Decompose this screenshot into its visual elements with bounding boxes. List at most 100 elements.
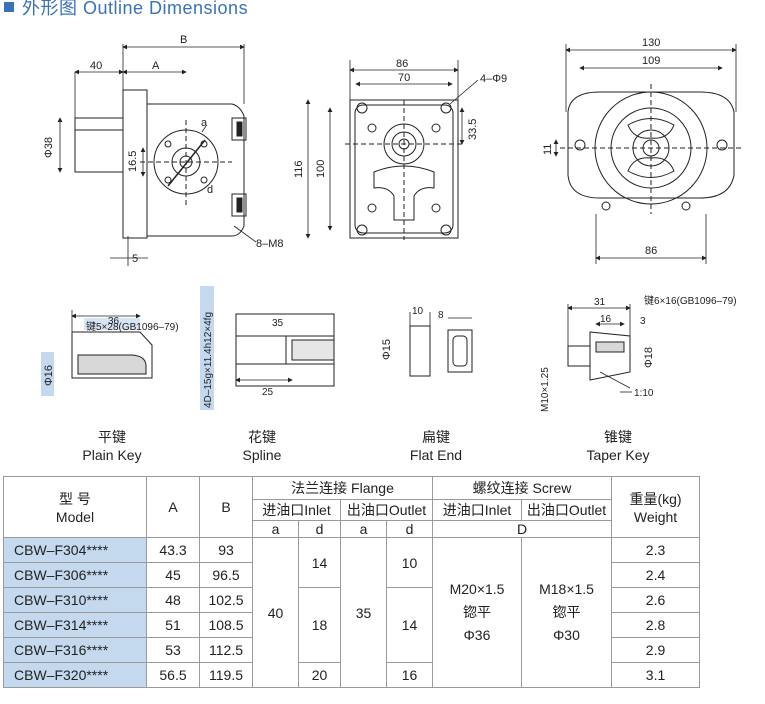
screw-inlet-thread: M20×1.5 xyxy=(449,581,505,597)
cell-a: 43.3 xyxy=(146,537,200,563)
table-row: CBW–F304**** 43.3 93 40 14 35 10 M20×1.5… xyxy=(3,537,701,688)
dimensions-table-wrap: 型 号 Model A B 法兰连接 Flange 螺纹连接 Screw 重量(k… xyxy=(3,476,701,688)
spline-drawing xyxy=(235,313,335,387)
cell-b: 108.5 xyxy=(199,612,253,638)
cell-flange-outlet-a: 35 xyxy=(340,537,387,688)
dim-4-phi9: 4–Φ9 xyxy=(480,73,507,85)
plain-key-label-highlight xyxy=(84,318,140,330)
caption-zh: 平键 xyxy=(98,429,126,445)
header-weight: 重量(kg)Weight xyxy=(611,476,701,538)
cell-weight: 2.8 xyxy=(611,612,701,638)
dim-a: a xyxy=(201,117,208,129)
dim-70: 70 xyxy=(398,72,410,84)
dim-d: d xyxy=(207,184,213,196)
header-model: 型 号 Model xyxy=(3,476,147,538)
outline-drawings: B 40 A Φ38 16.5 a d 8–M8 5 86 70 4– xyxy=(41,34,742,412)
dim-109: 109 xyxy=(642,55,660,67)
cell-flange-outlet-d: 10 xyxy=(385,537,434,588)
dim-10: 10 xyxy=(412,306,424,317)
plain-key-drawing xyxy=(71,310,153,379)
dim-phi15: Φ15 xyxy=(381,339,393,360)
dimensions-table: 型 号 Model A B 法兰连接 Flange 螺纹连接 Screw 重量(k… xyxy=(3,476,701,688)
dim-35: 35 xyxy=(272,318,284,329)
header-model-en: Model xyxy=(55,509,95,525)
cell-b: 102.5 xyxy=(199,587,253,613)
cell-screw-outlet: M18×1.5 锪平 Φ30 xyxy=(521,537,613,688)
table-row: CBW–F320**** 56.5 119.5 20 16 3.1 xyxy=(3,662,701,688)
dim-40: 40 xyxy=(90,60,102,72)
section-title-text: 外形图 Outline Dimensions xyxy=(22,0,249,18)
side-view xyxy=(57,44,257,266)
dim-11: 11 xyxy=(542,144,554,155)
cell-weight: 2.3 xyxy=(611,537,701,563)
header-flange: 法兰连接 Flange xyxy=(251,476,434,500)
dim-8-m8: 8–M8 xyxy=(256,238,284,250)
caption-flat-end: 扁键 Flat End xyxy=(396,428,476,464)
screw-inlet-diameter: Φ36 xyxy=(463,627,491,643)
dim-100: 100 xyxy=(315,160,327,178)
cell-flange-outlet-d: 16 xyxy=(385,662,434,688)
cell-a: 45 xyxy=(146,562,200,588)
dim-33-5: 33.5 xyxy=(467,119,479,140)
caption-en: Flat End xyxy=(409,447,463,463)
front-view xyxy=(305,60,479,240)
header-outlet-d: d xyxy=(385,520,434,538)
dim-ratio: 1:10 xyxy=(634,388,654,399)
table-row: CBW–F314**** 51 108.5 2.8 xyxy=(3,612,701,638)
dim-31: 31 xyxy=(594,297,606,308)
header-weight-zh: 重量(kg) xyxy=(629,491,682,507)
cell-a: 56.5 xyxy=(146,662,200,688)
cell-model: CBW–F316**** xyxy=(3,637,147,663)
cell-b: 119.5 xyxy=(199,662,253,688)
dim-36: 36 xyxy=(108,316,120,327)
cell-a: 53 xyxy=(146,637,200,663)
dim-phi38: Φ38 xyxy=(43,137,55,158)
header-inlet-a: a xyxy=(252,520,299,538)
cell-b: 93 xyxy=(199,537,253,563)
dim-16-5: 16.5 xyxy=(127,151,139,172)
cell-b: 112.5 xyxy=(199,637,253,663)
header-flange-inlet: 进油口Inlet xyxy=(252,499,341,521)
header-b-dim: B xyxy=(199,476,253,538)
flat-end-drawing xyxy=(409,312,473,377)
caption-en: Plain Key xyxy=(82,447,142,463)
plain-key-spec: 键5×28(GB1096–79) xyxy=(86,320,179,333)
header-screw: 螺纹连接 Screw xyxy=(432,476,613,500)
dim-8: 8 xyxy=(438,310,444,321)
title-square-icon xyxy=(4,2,14,12)
cell-model: CBW–F306**** xyxy=(3,562,147,588)
dim-25: 25 xyxy=(262,387,274,398)
cell-a: 48 xyxy=(146,587,200,613)
taper-key-spec: 键6×16(GB1096–79) xyxy=(644,294,737,307)
header-screw-inlet: 进油口Inlet xyxy=(432,499,523,521)
header-screw-outlet: 出油口Outlet xyxy=(521,499,613,521)
dim-86-rear: 86 xyxy=(645,245,657,257)
cell-model: CBW–F314**** xyxy=(3,612,147,638)
dim-86: 86 xyxy=(396,58,408,70)
caption-zh: 扁键 xyxy=(422,429,450,445)
dim-B: B xyxy=(180,34,187,46)
caption-taper-key: 锥键 Taper Key xyxy=(578,428,658,464)
screw-outlet-thread: M18×1.5 xyxy=(539,581,594,597)
plain-key-dim-highlight xyxy=(41,352,54,396)
screw-inlet-spotface: 锪平 xyxy=(463,604,492,620)
dim-16: 16 xyxy=(600,314,612,325)
screw-outlet-diameter: Φ30 xyxy=(553,627,580,643)
cell-flange-inlet-d: 20 xyxy=(298,662,341,688)
cell-flange-inlet-a: 40 xyxy=(252,537,299,688)
cell-model: CBW–F320**** xyxy=(3,662,147,688)
cell-flange-inlet-d: 14 xyxy=(298,537,341,588)
rear-view xyxy=(553,44,742,264)
spline-spec: 4D–15g×11.4h12×4fg xyxy=(203,312,214,408)
header-inlet-d: d xyxy=(298,520,341,538)
header-a-dim: A xyxy=(146,476,200,538)
caption-plain-key: 平键 Plain Key xyxy=(72,428,152,464)
dim-130: 130 xyxy=(642,37,660,49)
header-screw-d: D xyxy=(432,520,613,538)
cell-weight: 2.6 xyxy=(611,587,701,613)
dim-3: 3 xyxy=(640,316,646,327)
spline-spec-highlight xyxy=(200,286,214,410)
header-model-zh: 型 号 xyxy=(59,491,91,507)
cell-flange-outlet-d: 14 xyxy=(385,587,434,663)
taper-key-drawing xyxy=(567,304,632,393)
